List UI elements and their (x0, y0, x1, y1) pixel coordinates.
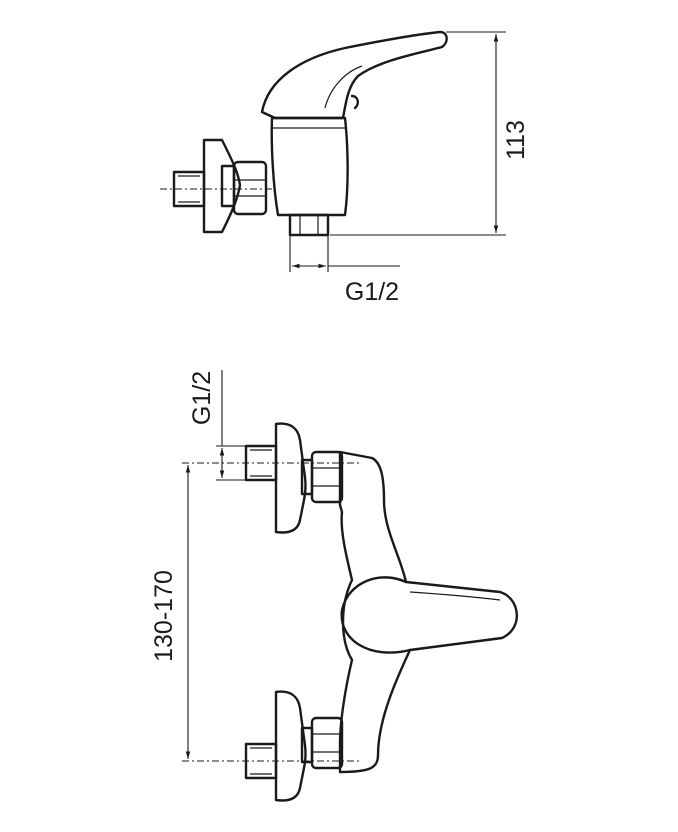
side-handle (260, 30, 448, 120)
front-lower-fitting (182, 690, 360, 802)
side-view (160, 30, 506, 272)
front-body (338, 450, 519, 774)
height-label: 113 (502, 120, 530, 160)
side-body (270, 116, 349, 217)
side-thread-label: G1/2 (345, 278, 399, 306)
front-view (182, 370, 519, 802)
center-distance-label: 130-170 (150, 570, 178, 662)
front-cartridge (340, 576, 412, 654)
side-outlet (288, 213, 330, 237)
front-thread-label: G1/2 (188, 371, 216, 425)
front-upper-fitting (182, 422, 360, 534)
side-eccentric-fitting (160, 138, 272, 234)
